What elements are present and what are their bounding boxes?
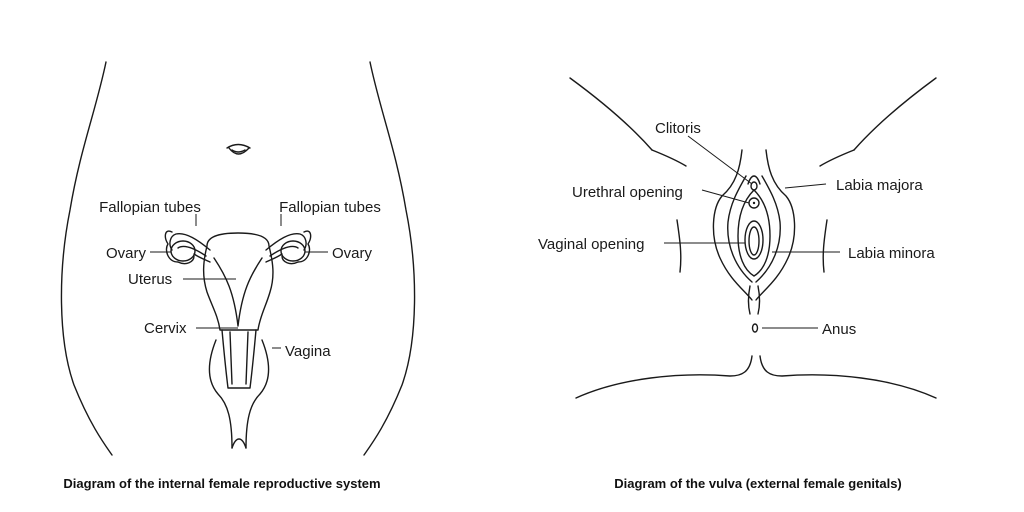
buttocks-right	[759, 355, 937, 399]
label-fallopian-tubes-left: Fallopian tubes	[99, 199, 201, 216]
vaginal-canal	[221, 329, 257, 389]
anus	[751, 323, 759, 333]
vulva-leaders	[664, 135, 840, 329]
label-fallopian-tubes-right: Fallopian tubes	[279, 199, 381, 216]
thigh-outline	[569, 77, 937, 399]
right-thigh-curve	[853, 77, 937, 151]
label-vagina: Vagina	[285, 343, 331, 360]
torso-left-edge	[60, 61, 113, 456]
label-ovary-right: Ovary	[332, 245, 373, 262]
urethral-opening-dot	[752, 201, 756, 205]
caption-vulva: Diagram of the vulva (external female ge…	[614, 476, 902, 491]
uterus-outline	[202, 232, 274, 331]
torso-outline	[60, 61, 416, 456]
vulva-diagram: Clitoris Urethral opening Labia majora V…	[538, 77, 937, 491]
internal-diagram: Fallopian tubes Fallopian tubes Ovary Ov…	[60, 61, 416, 491]
caption-internal: Diagram of the internal female reproduct…	[63, 476, 380, 491]
inner-thigh-right	[822, 219, 828, 273]
fallopian-tube-right	[265, 233, 307, 251]
label-clitoris: Clitoris	[655, 120, 701, 137]
label-labia-majora: Labia majora	[836, 177, 923, 194]
label-labia-minora: Labia minora	[848, 245, 935, 262]
fimbriae-right	[281, 230, 312, 265]
navel-icon	[226, 143, 251, 155]
label-vaginal-opening: Vaginal opening	[538, 236, 644, 253]
clitoral-hood	[747, 175, 761, 185]
torso-right-edge	[363, 61, 416, 456]
ovary-left	[170, 240, 196, 262]
ovary-right	[280, 240, 306, 262]
internal-leaders	[150, 214, 328, 349]
internal-labels: Fallopian tubes Fallopian tubes Ovary Ov…	[99, 199, 381, 360]
reproductive-organs	[164, 230, 312, 449]
vaginal-opening	[744, 220, 764, 260]
clitoris	[750, 181, 758, 191]
fimbriae-left	[164, 230, 195, 265]
inner-thigh-left	[676, 219, 682, 273]
labia-majora-left	[712, 149, 753, 301]
label-urethral-opening: Urethral opening	[572, 184, 683, 201]
label-uterus: Uterus	[128, 271, 172, 288]
label-anus: Anus	[822, 321, 856, 338]
label-ovary-left: Ovary	[106, 245, 147, 262]
vulva-structures	[712, 149, 796, 333]
labia-minora	[737, 189, 771, 277]
buttocks-left	[575, 355, 753, 399]
fallopian-tube-left	[169, 233, 211, 251]
label-cervix: Cervix	[144, 320, 187, 337]
vulva-labels: Clitoris Urethral opening Labia majora V…	[538, 120, 935, 338]
uterine-cavity	[213, 257, 263, 327]
labia-majora-right	[755, 149, 796, 301]
left-thigh-curve	[569, 77, 653, 151]
